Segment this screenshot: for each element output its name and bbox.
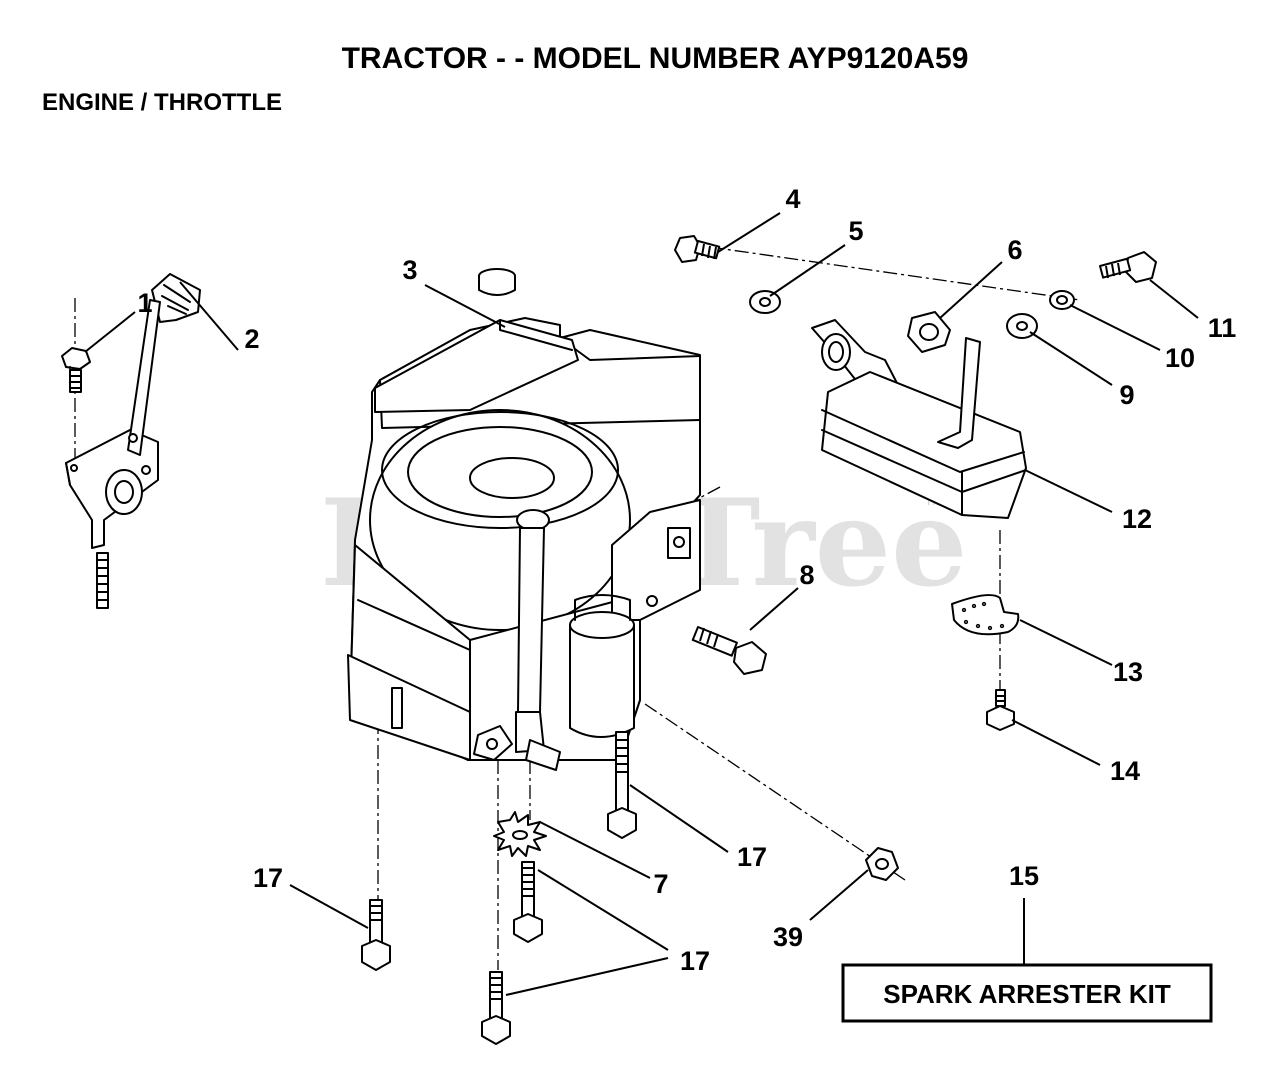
callout-7: 7 bbox=[653, 869, 668, 899]
part-10-lockwasher bbox=[1049, 290, 1075, 310]
callout-14: 14 bbox=[1110, 756, 1140, 786]
part-17-bolt-center-lower bbox=[481, 971, 511, 1045]
spark-arrester-kit-label: SPARK ARRESTER KIT bbox=[883, 979, 1171, 1009]
part-17-bolt-center-upper bbox=[513, 861, 543, 943]
spark-arrester-kit-box: SPARK ARRESTER KIT bbox=[841, 963, 1213, 1023]
part-3-engine bbox=[347, 268, 701, 771]
part-11-bolt bbox=[1099, 251, 1157, 283]
callout-39: 39 bbox=[773, 922, 803, 952]
part-13-screen bbox=[951, 594, 1020, 636]
callout-9: 9 bbox=[1119, 380, 1134, 410]
part-39-nut bbox=[865, 847, 899, 881]
part-4-bolt bbox=[674, 235, 721, 263]
part-12-muffler bbox=[821, 337, 1027, 519]
part-14-screw bbox=[986, 689, 1015, 731]
callout-10: 10 bbox=[1165, 343, 1195, 373]
callout-2: 2 bbox=[244, 324, 259, 354]
part-8-bolt bbox=[691, 625, 767, 675]
part-1-bolt bbox=[61, 347, 91, 393]
part-2-throttle-control bbox=[65, 273, 201, 609]
callout-4: 4 bbox=[785, 184, 800, 214]
callout-5: 5 bbox=[848, 216, 863, 246]
part-17-bolt-left bbox=[361, 899, 391, 971]
callout-3: 3 bbox=[402, 255, 417, 285]
callout-11: 11 bbox=[1208, 313, 1237, 343]
page-title: TRACTOR - - MODEL NUMBER AYP9120A59 bbox=[342, 42, 969, 75]
part-17-bolt-right bbox=[607, 731, 637, 839]
callout-12: 12 bbox=[1122, 504, 1152, 534]
section-title: ENGINE / THROTTLE bbox=[42, 89, 282, 116]
callout-6: 6 bbox=[1007, 235, 1022, 265]
callout-17-right: 17 bbox=[737, 842, 767, 872]
callout-8: 8 bbox=[799, 560, 814, 590]
callout-17-left: 17 bbox=[253, 863, 283, 893]
part-5-washer bbox=[749, 290, 781, 314]
part-9-washer bbox=[1006, 313, 1038, 339]
leader-lines bbox=[84, 212, 1199, 996]
callout-15: 15 bbox=[1009, 861, 1039, 891]
part-7-starwasher bbox=[493, 811, 547, 857]
callout-17-pair: 17 bbox=[680, 946, 710, 976]
part-6-gasket bbox=[907, 311, 951, 353]
callout-13: 13 bbox=[1113, 657, 1143, 687]
callout-numbers: 1 2 3 4 5 6 11 10 9 12 8 13 14 17 7 17 3… bbox=[137, 184, 1236, 976]
callout-1: 1 bbox=[137, 288, 152, 318]
